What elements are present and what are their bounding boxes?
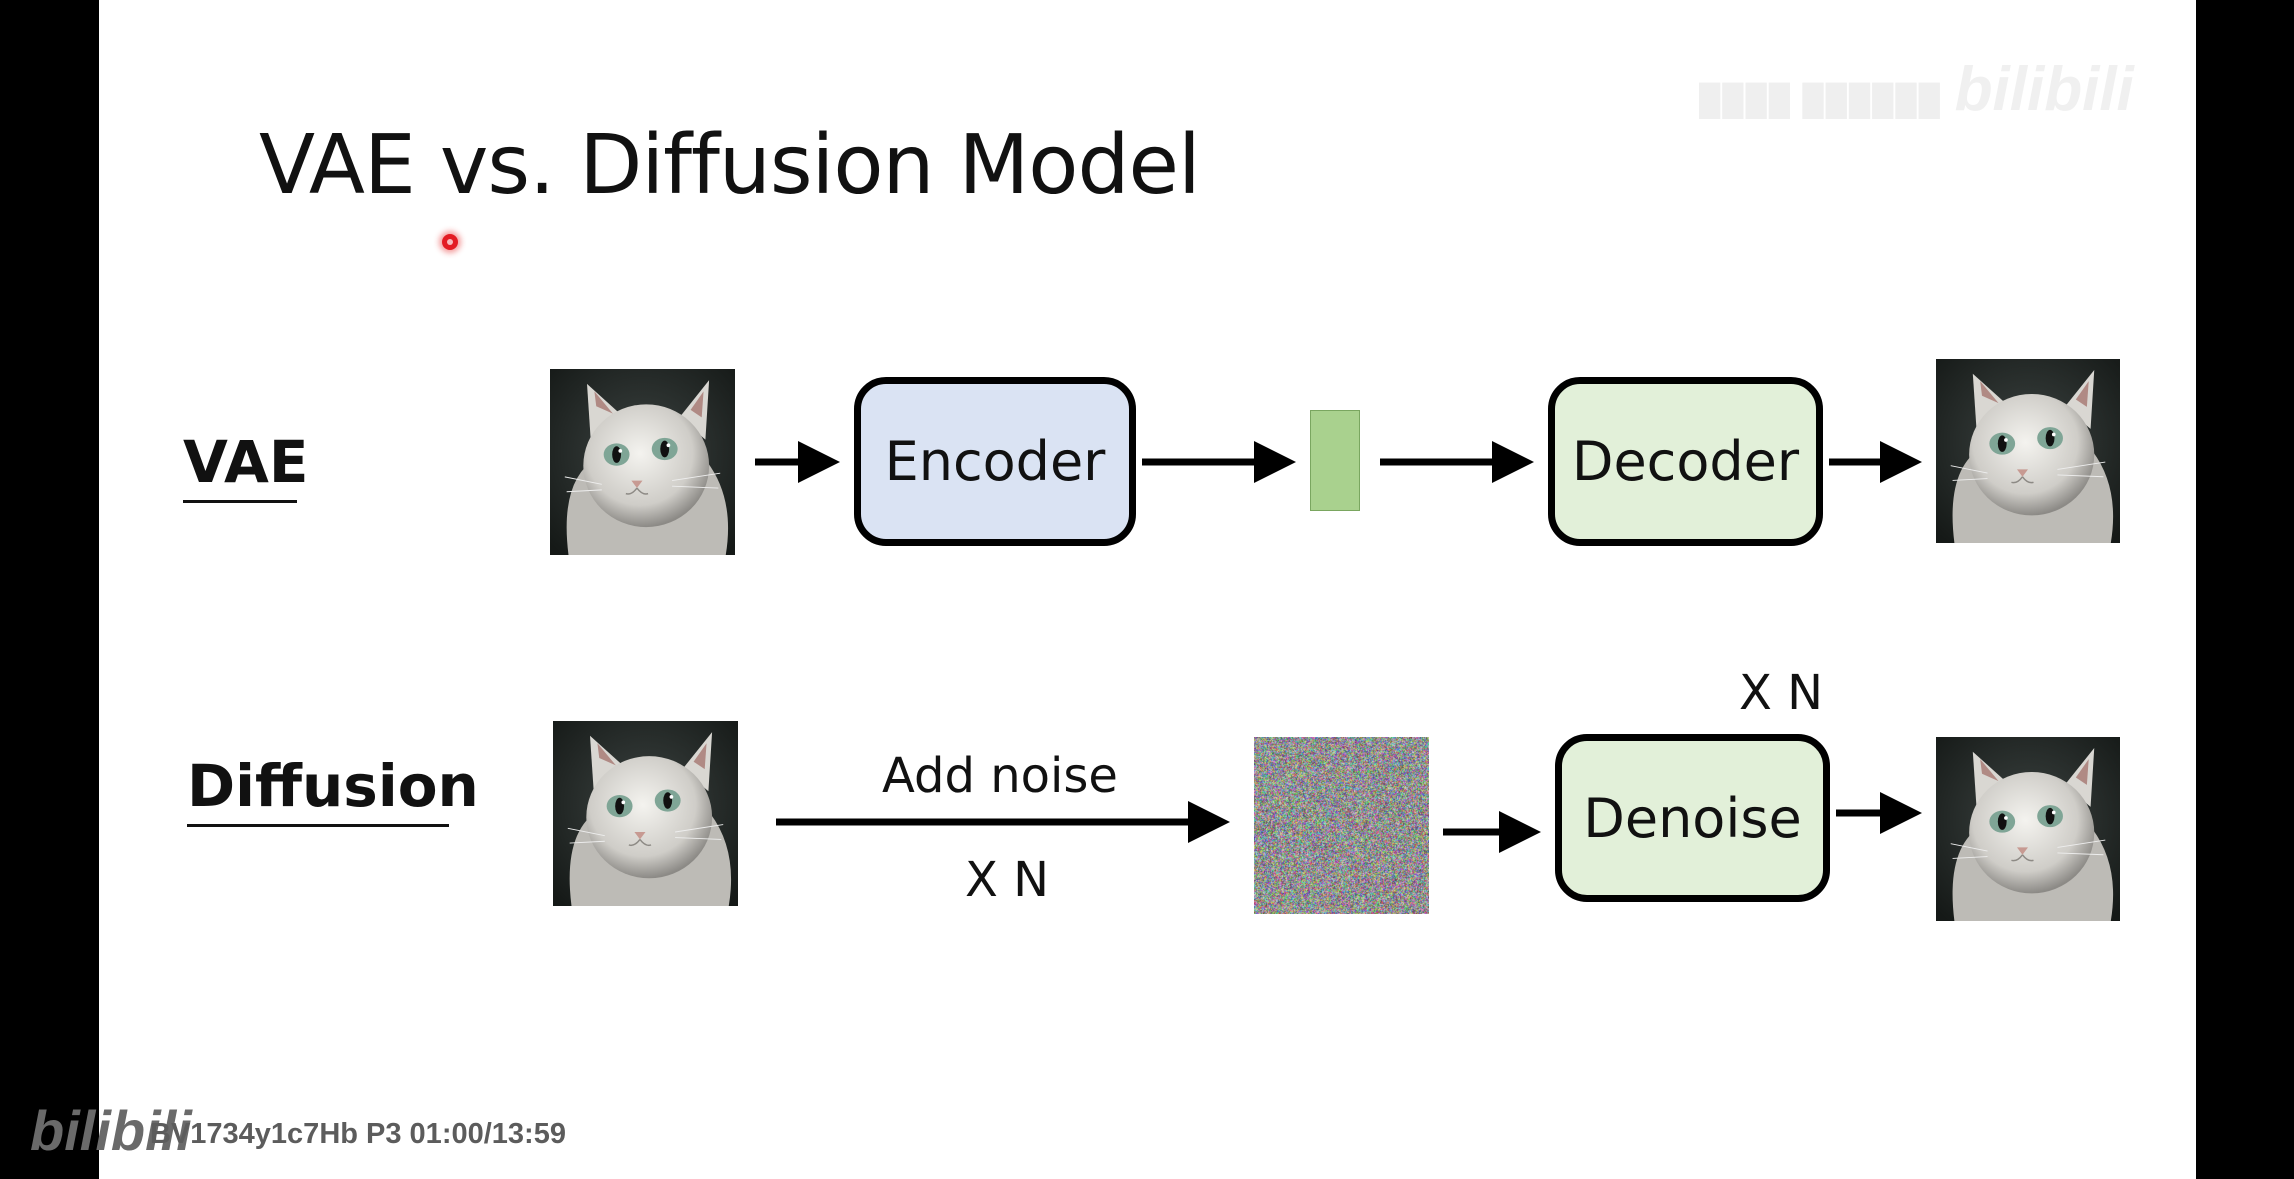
slide: VAE vs. Diffusion Model VAE Diffusion — [99, 0, 2196, 1179]
brand-watermark-top: ████ ██████ bilibili — [1699, 54, 2134, 125]
flow-arrows — [99, 0, 2196, 1179]
video-info-watermark: BV1734y1c7Hb P3 01:00/13:59 — [150, 1118, 566, 1151]
